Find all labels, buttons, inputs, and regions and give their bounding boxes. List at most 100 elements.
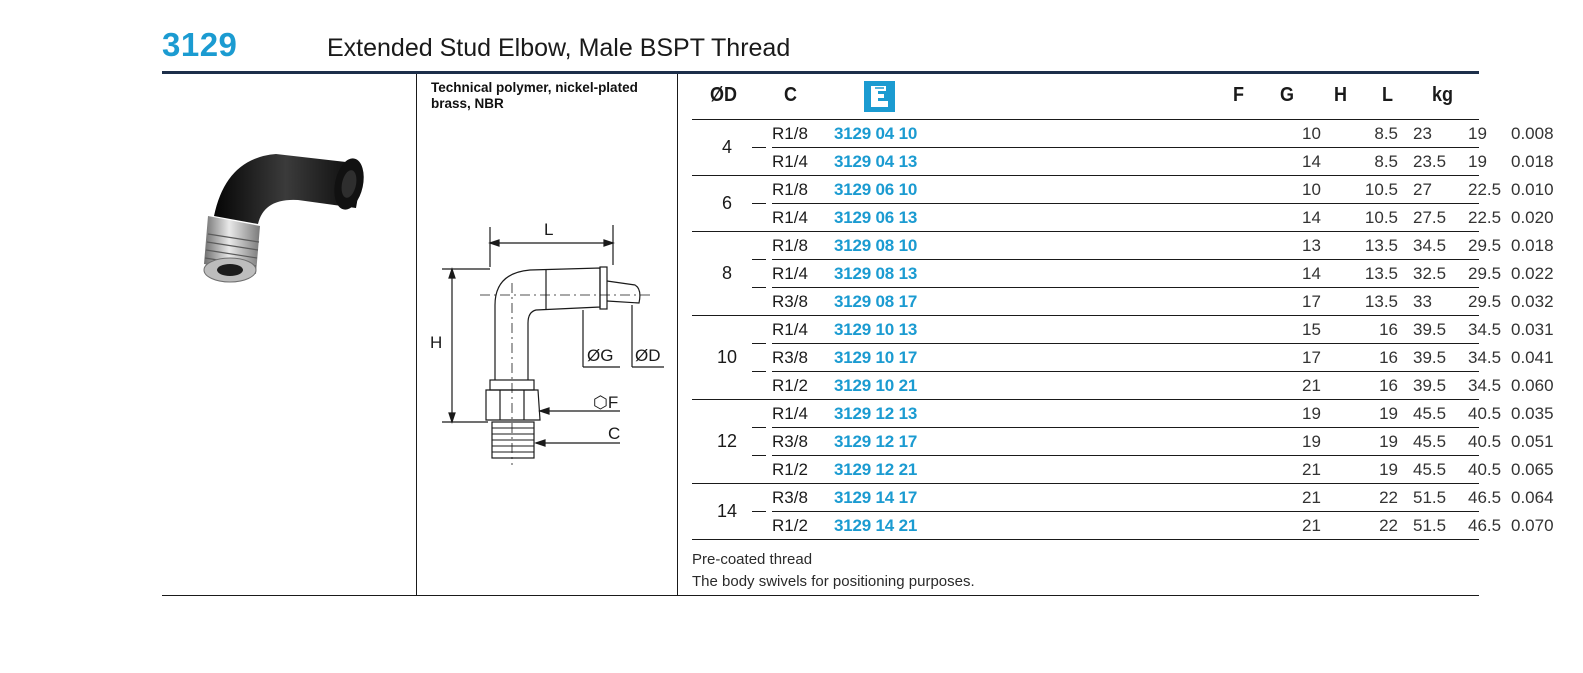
thread-c: R1/4	[772, 152, 808, 171]
col-header-f: F	[1233, 84, 1244, 106]
row-rule	[772, 427, 1479, 428]
table-row: R1/8 3129 04 10 10 8.5 23 19 0.008	[772, 120, 1554, 148]
value-f: 19	[1302, 404, 1321, 423]
value-f: 14	[1302, 152, 1321, 171]
article-code[interactable]: 3129 04 10	[834, 124, 918, 143]
thread-c: R1/4	[772, 404, 808, 423]
thread-c: R1/2	[772, 516, 808, 535]
value-g: 22	[1379, 516, 1398, 535]
value-l: 22.5	[1468, 208, 1502, 227]
article-code[interactable]: 3129 06 10	[834, 180, 918, 199]
group-rule	[692, 483, 1479, 484]
value-h: 51.5	[1413, 516, 1447, 535]
column-divider-1	[416, 74, 417, 595]
table-row: R1/4 3129 04 13 14 8.5 23.5 19 0.018	[772, 148, 1554, 176]
table-row: R3/8 3129 08 17 17 13.5 33 29.5 0.032	[772, 288, 1554, 316]
row-rule	[772, 371, 1479, 372]
value-g: 8.5	[1374, 152, 1398, 171]
technical-drawing: L H ØG ØD ⬡F C	[430, 220, 664, 465]
product-photo	[203, 154, 364, 283]
od-dash	[752, 287, 766, 288]
od-value: 4	[721, 137, 732, 157]
footer-rule	[162, 595, 1479, 596]
value-kg: 0.031	[1511, 320, 1554, 339]
value-g: 19	[1379, 432, 1398, 451]
value-g: 10.5	[1364, 180, 1398, 199]
value-f: 13	[1302, 236, 1321, 255]
thread-c: R1/2	[772, 460, 808, 479]
value-f: 14	[1302, 208, 1321, 227]
article-code[interactable]: 3129 10 13	[834, 320, 918, 339]
thread-c: R1/8	[772, 124, 808, 143]
article-code[interactable]: 3129 14 17	[834, 488, 918, 507]
table-row: R1/4 3129 08 13 14 13.5 32.5 29.5 0.022	[772, 260, 1554, 288]
thread-c: R1/4	[772, 320, 808, 339]
value-l: 40.5	[1468, 460, 1502, 479]
value-l: 29.5	[1468, 264, 1502, 283]
value-l: 34.5	[1468, 320, 1502, 339]
group-rule	[692, 315, 1479, 316]
article-code[interactable]: 3129 08 13	[834, 264, 918, 283]
value-kg: 0.041	[1511, 348, 1554, 367]
row-rule	[772, 203, 1479, 204]
od-value: 14	[716, 501, 738, 521]
value-h: 27.5	[1413, 208, 1447, 227]
article-code[interactable]: 3129 08 10	[834, 236, 918, 255]
thread-c: R3/8	[772, 292, 808, 311]
value-g: 13.5	[1364, 236, 1398, 255]
value-l: 46.5	[1468, 488, 1502, 507]
col-header-kg: kg	[1432, 84, 1454, 106]
od-dash	[752, 343, 766, 344]
dim-label-l: L	[544, 220, 553, 239]
value-kg: 0.032	[1511, 292, 1554, 311]
article-code[interactable]: 3129 08 17	[834, 292, 918, 311]
dim-label-d: ØD	[635, 346, 661, 365]
article-code[interactable]: 3129 12 17	[834, 432, 918, 451]
value-f: 10	[1302, 124, 1321, 143]
thread-c: R1/4	[772, 264, 808, 283]
thread-c: R1/8	[772, 236, 808, 255]
value-g: 13.5	[1364, 292, 1398, 311]
group-rule	[692, 539, 1479, 540]
row-rule	[772, 147, 1479, 148]
col-header-g: G	[1280, 84, 1295, 106]
table-row: R1/2 3129 12 21 21 19 45.5 40.5 0.065	[772, 456, 1554, 484]
value-h: 45.5	[1413, 460, 1447, 479]
value-kg: 0.018	[1511, 236, 1554, 255]
col-header-c: C	[784, 84, 798, 106]
value-g: 22	[1379, 488, 1398, 507]
value-l: 46.5	[1468, 516, 1502, 535]
col-header-h: H	[1334, 84, 1348, 106]
col-header-l: L	[1382, 84, 1393, 106]
product-title: Extended Stud Elbow, Male BSPT Thread	[327, 34, 791, 62]
value-l: 40.5	[1468, 404, 1502, 423]
article-code[interactable]: 3129 04 13	[834, 152, 918, 171]
value-f: 21	[1302, 488, 1321, 507]
article-code[interactable]: 3129 12 13	[834, 404, 918, 423]
value-f: 21	[1302, 516, 1321, 535]
value-g: 16	[1379, 376, 1398, 395]
row-rule	[772, 343, 1479, 344]
od-dash	[752, 371, 766, 372]
article-code[interactable]: 3129 10 21	[834, 376, 918, 395]
value-g: 8.5	[1374, 124, 1398, 143]
value-kg: 0.065	[1511, 460, 1554, 479]
value-kg: 0.010	[1511, 180, 1554, 199]
value-kg: 0.020	[1511, 208, 1554, 227]
article-code[interactable]: 3129 10 17	[834, 348, 918, 367]
value-h: 27	[1413, 180, 1432, 199]
value-h: 33	[1413, 292, 1432, 311]
value-h: 39.5	[1413, 348, 1447, 367]
value-h: 45.5	[1413, 404, 1447, 423]
row-rule	[772, 287, 1479, 288]
article-code[interactable]: 3129 12 21	[834, 460, 918, 479]
article-code[interactable]: 3129 06 13	[834, 208, 918, 227]
od-dash	[752, 455, 766, 456]
article-code[interactable]: 3129 14 21	[834, 516, 918, 535]
dim-label-c: C	[608, 424, 620, 443]
value-h: 34.5	[1413, 236, 1447, 255]
table-row: R3/8 3129 12 17 19 19 45.5 40.5 0.051	[772, 428, 1554, 456]
value-f: 21	[1302, 460, 1321, 479]
value-f: 10	[1302, 180, 1321, 199]
value-h: 32.5	[1413, 264, 1447, 283]
